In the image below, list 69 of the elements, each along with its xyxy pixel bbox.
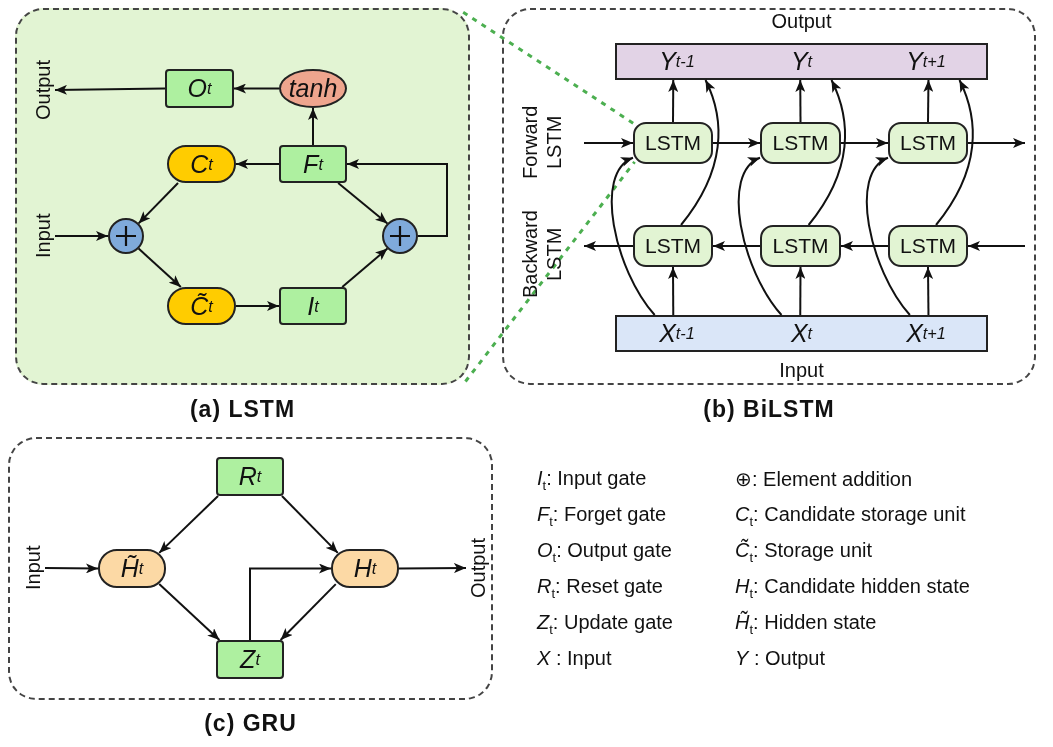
arrow [158, 495, 220, 554]
arrow [712, 138, 761, 148]
symbol-definition: ⊕: Element addition [735, 467, 913, 491]
io-label: Output [466, 528, 490, 608]
arrow [680, 79, 720, 226]
io-label: Output [31, 52, 55, 128]
arrow [583, 138, 634, 148]
io-label: Input [21, 528, 45, 608]
lstm-cell: LSTM [888, 122, 968, 164]
symbol-definition: F$_{t}$: Forget gate [537, 503, 667, 529]
arrow [737, 156, 783, 316]
symbol-definition: X : Input [537, 647, 612, 670]
bar-heading: Input [778, 359, 825, 382]
lstm-cell: LSTM [888, 225, 968, 267]
panel-caption: (c) GRU [203, 710, 298, 737]
bar-heading: Output [770, 10, 833, 33]
arrow [308, 107, 318, 146]
arrow [137, 182, 180, 225]
symbol-definition: C̃$_{t}$: Storage unit [735, 539, 873, 565]
arrow [610, 156, 656, 316]
arrow [795, 266, 806, 316]
arrow [583, 241, 634, 251]
arrow [137, 247, 182, 288]
arrow [923, 266, 934, 316]
arrow [44, 563, 99, 574]
panel-caption: (b) BiLSTM [702, 396, 836, 423]
io-label: Input [31, 205, 55, 267]
arrow [840, 241, 889, 251]
arrow [967, 241, 1026, 251]
arrow [341, 247, 389, 288]
arrow [233, 83, 280, 94]
symbol-definition: O$_{t}$: Output gate [537, 539, 672, 565]
row-label: Backward LSTM [518, 209, 566, 300]
dotted-line [464, 161, 636, 383]
symbol-definition: C$_{t}$: Candidate storage unit [735, 503, 966, 529]
dotted-line [462, 10, 636, 126]
arrow [807, 79, 847, 226]
lstm-cell: LSTM [633, 225, 713, 267]
arrow [967, 138, 1026, 148]
arrow [795, 79, 806, 123]
arrow [235, 159, 280, 169]
arrow [279, 583, 337, 641]
symbol-definition: H$_{t}$: Candidate hidden state [735, 575, 970, 601]
arrow [866, 156, 911, 316]
symbol-definition: I$_{t}$: Input gate [537, 467, 647, 493]
arrow [158, 583, 221, 641]
lstm-cell: LSTM [633, 122, 713, 164]
arrow [398, 563, 467, 574]
panel-caption: (a) LSTM [188, 396, 297, 423]
symbol-definition: R$_{t}$: Reset gate [537, 575, 663, 601]
arrow [712, 241, 761, 251]
lstm-cell: LSTM [760, 225, 841, 267]
arrow [668, 266, 679, 316]
arrow [346, 159, 448, 237]
arrow [249, 563, 332, 641]
arrow [54, 231, 109, 241]
arrow [935, 79, 974, 226]
arrow [668, 79, 679, 123]
row-label: Forward LSTM [518, 104, 566, 181]
arrow [337, 182, 389, 225]
lstm-cell: LSTM [760, 122, 841, 164]
arrow [235, 301, 280, 311]
arrow [54, 84, 166, 95]
symbol-definition: Z$_{t}$: Update gate [537, 611, 673, 637]
symbol-definition: Y : Output [735, 647, 826, 670]
symbol-definition: H̃$_{t}$: Hidden state [735, 611, 877, 637]
arrow [840, 138, 889, 148]
arrow [280, 495, 339, 554]
arrow [923, 79, 934, 123]
